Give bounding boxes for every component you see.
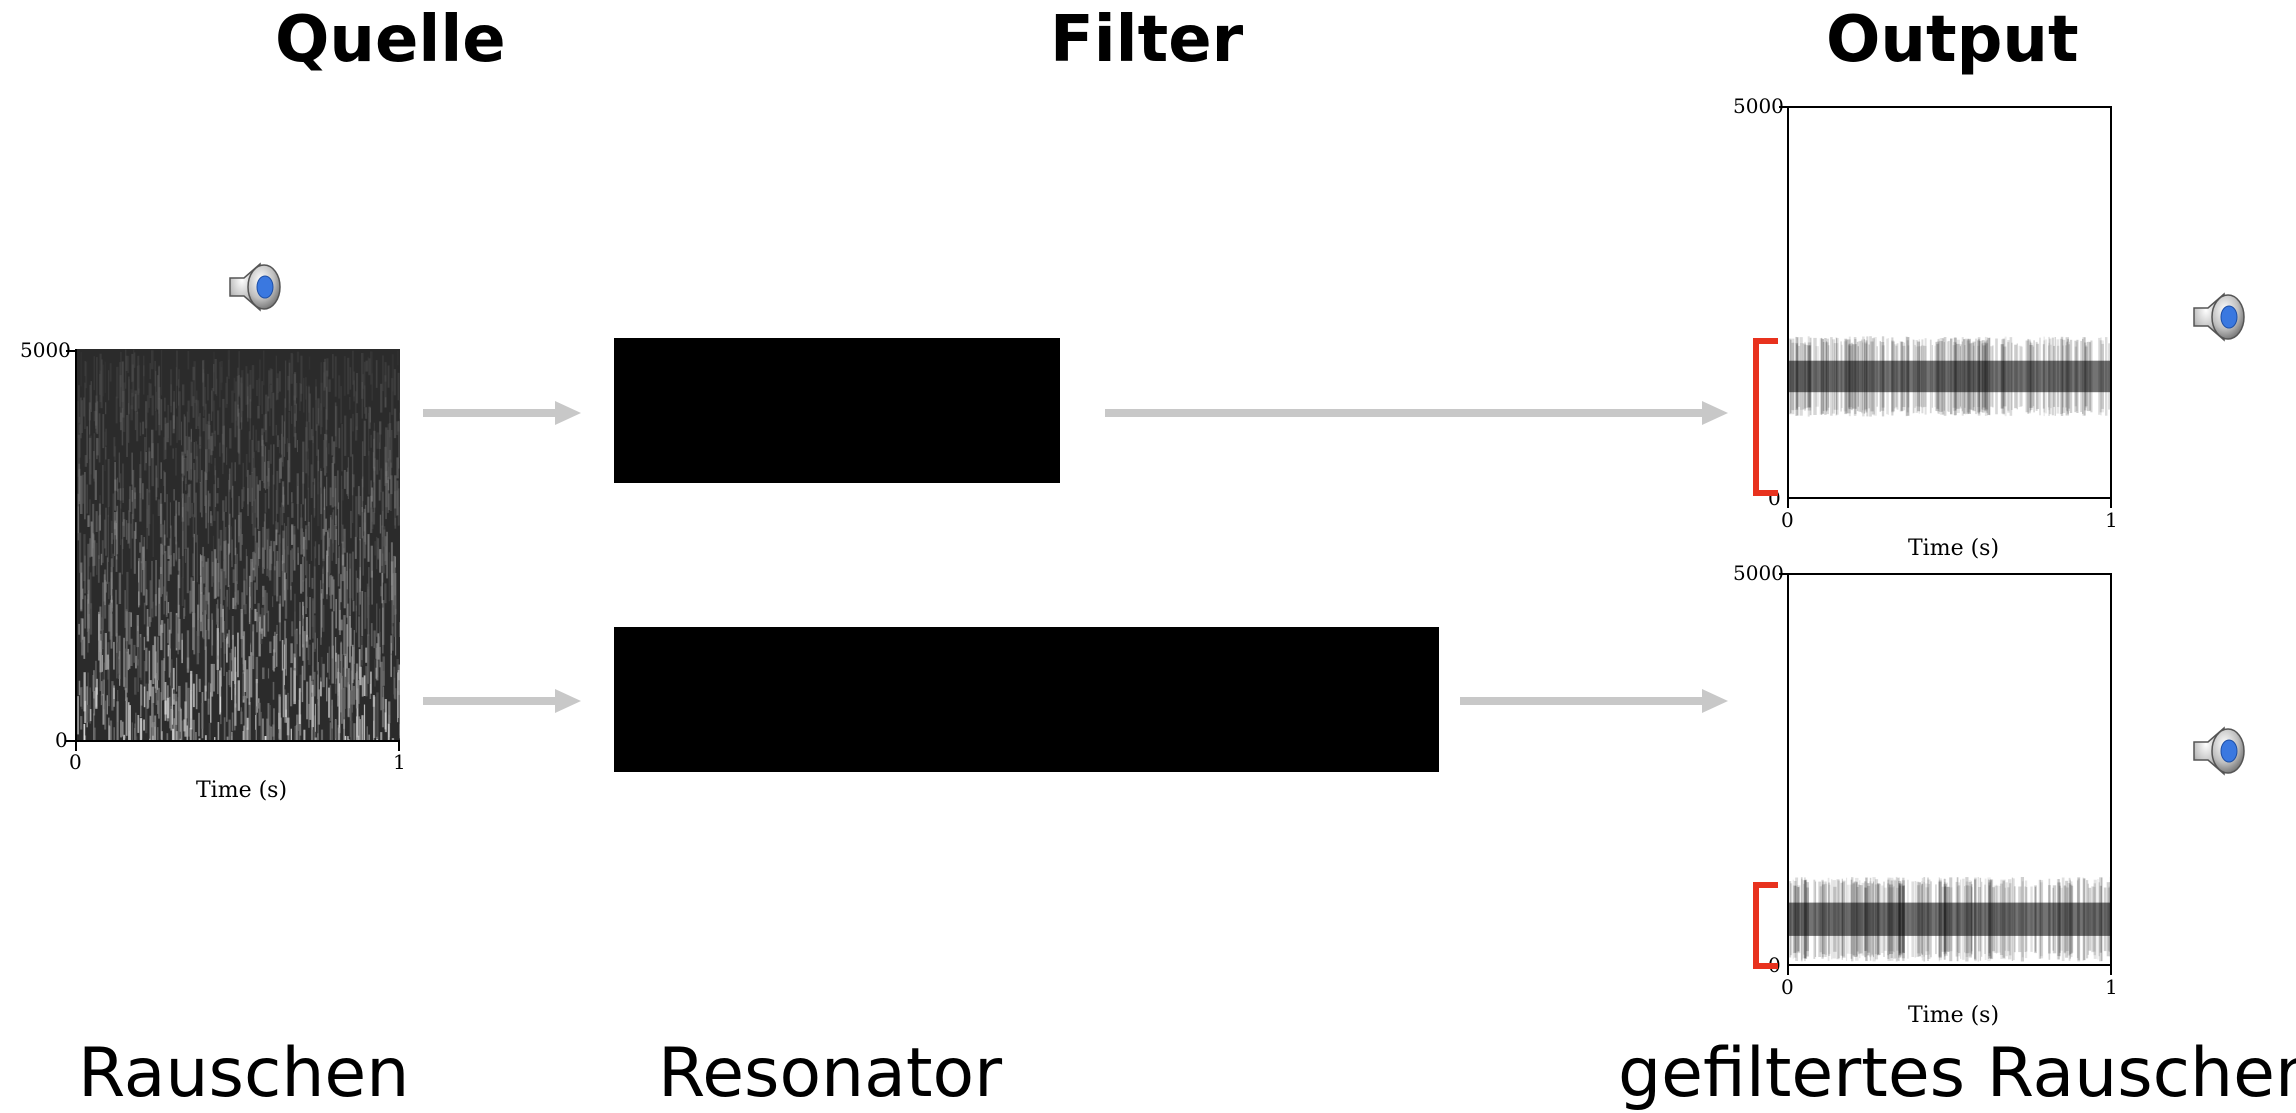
output2-x-max-tick <box>2110 965 2112 975</box>
arrow-filter-to-output-top <box>1105 398 1730 428</box>
source-x-max-tick <box>398 741 400 751</box>
source-y-min-label: 0 <box>55 728 68 752</box>
caption-filter: Resonator <box>658 1034 1003 1113</box>
heading-source: Quelle <box>275 3 506 77</box>
output2-x-max-label: 1 <box>2105 975 2118 999</box>
output1-y-max-tick <box>1779 106 1789 108</box>
output1-y-max-label: 5000 <box>1733 94 1784 118</box>
source-spectrogram <box>75 349 400 742</box>
arrow-source-to-filter-top <box>423 398 583 428</box>
output2-speaker-icon[interactable] <box>2190 722 2248 780</box>
source-x-min-tick <box>75 741 77 751</box>
noise-texture <box>77 349 400 740</box>
source-x-min-label: 0 <box>69 750 82 774</box>
source-x-axis-label: Time (s) <box>196 778 288 803</box>
output1-band-bracket <box>1750 338 1780 502</box>
resonator-narrow <box>614 338 1060 483</box>
output1-x-min-label: 0 <box>1781 508 1794 532</box>
caption-source: Rauschen <box>78 1034 410 1113</box>
output2-y-max-label: 5000 <box>1733 561 1784 585</box>
caption-output: gefiltertes Rauschen <box>1618 1034 2296 1113</box>
source-y-min-tick <box>66 740 76 742</box>
output1-spectrogram <box>1787 106 2112 499</box>
heading-filter: Filter <box>1050 3 1244 77</box>
heading-output: Output <box>1826 3 2079 77</box>
output1-x-axis-label: Time (s) <box>1908 536 2000 561</box>
source-x-max-label: 1 <box>393 750 406 774</box>
output2-x-min-tick <box>1787 965 1789 975</box>
output2-y-max-tick <box>1779 573 1789 575</box>
output1-speaker-icon[interactable] <box>2190 288 2248 346</box>
output2-band-bracket <box>1750 882 1780 976</box>
output1-x-min-tick <box>1787 498 1789 508</box>
output1-x-max-tick <box>2110 498 2112 508</box>
output2-spectrogram <box>1787 573 2112 966</box>
arrow-filter-to-output-bottom <box>1460 686 1730 716</box>
resonator-wide <box>614 627 1439 772</box>
output1-x-max-label: 1 <box>2105 508 2118 532</box>
output2-x-min-label: 0 <box>1781 975 1794 999</box>
source-y-max-tick <box>66 350 76 352</box>
source-y-max-label: 5000 <box>20 338 71 362</box>
output2-x-axis-label: Time (s) <box>1908 1003 2000 1028</box>
source-speaker-icon[interactable] <box>226 258 284 316</box>
arrow-source-to-filter-bottom <box>423 686 583 716</box>
